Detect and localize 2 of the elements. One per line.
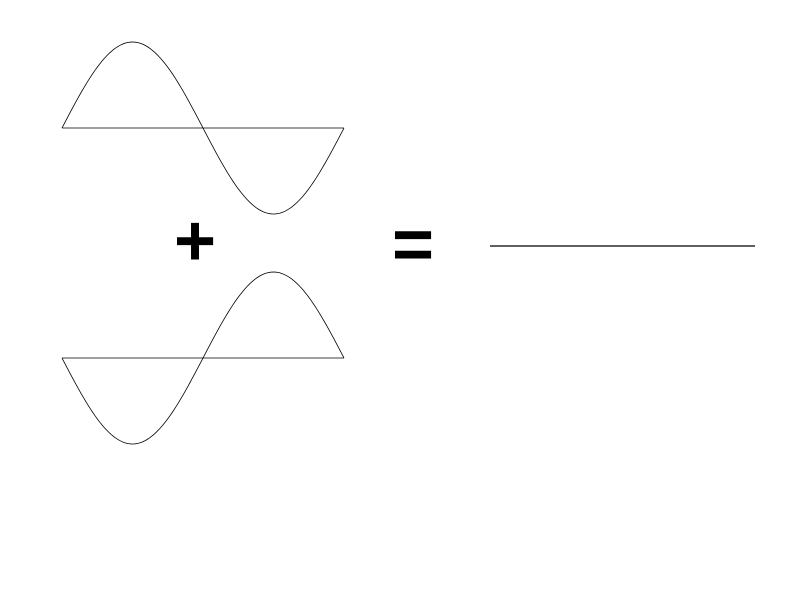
- operator-sign: =: [394, 231, 432, 258]
- operator-sign: +: [177, 222, 214, 260]
